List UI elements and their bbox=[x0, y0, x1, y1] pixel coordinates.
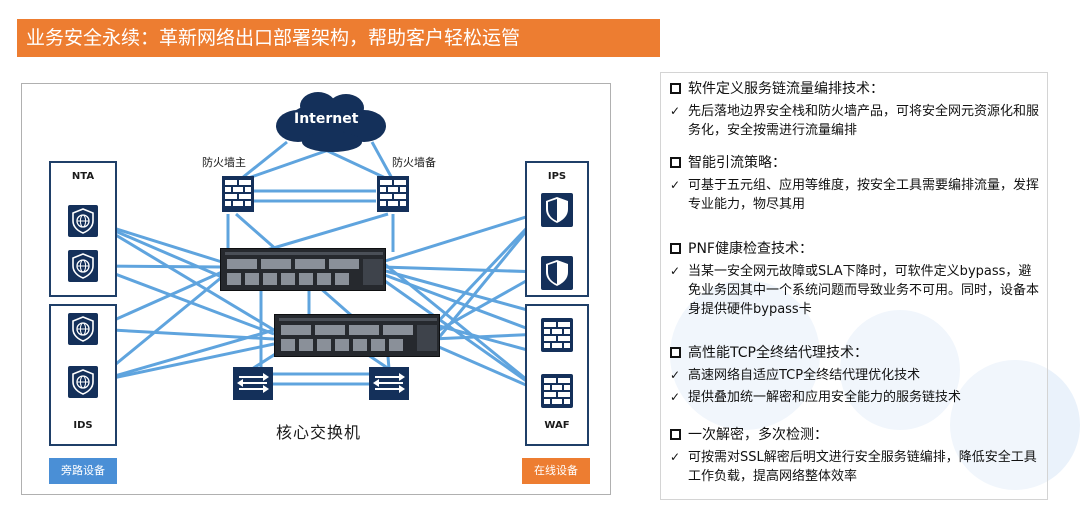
shield-globe-icon bbox=[72, 253, 94, 279]
core-switch-left[interactable] bbox=[233, 367, 273, 400]
feature-panel: 软件定义服务链流量编排技术： ✓先后落地边界安全栈和防火墙产品，可将安全网元资源… bbox=[660, 72, 1048, 500]
bullet-item: ✓提供叠加统一解密和应用安全能力的服务链技术 bbox=[670, 390, 962, 405]
square-bullet-icon bbox=[670, 347, 681, 358]
check-icon: ✓ bbox=[670, 264, 681, 278]
section-heading: PNF健康检查技术： bbox=[669, 239, 1041, 259]
background-watermark bbox=[610, 240, 1080, 514]
bullet-item: ✓可基于五元组、应用等维度，按安全工具需要编排流量，发挥专业能力，物尽其用 bbox=[670, 178, 1040, 212]
core-switch-right[interactable] bbox=[369, 367, 409, 400]
appliance-ports-icon bbox=[225, 252, 383, 285]
feature-section: 智能引流策略： ✓可基于五元组、应用等维度，按安全工具需要编排流量，发挥专业能力… bbox=[669, 153, 1041, 214]
shield-globe-icon bbox=[72, 208, 94, 234]
ids-device-1[interactable] bbox=[68, 313, 98, 345]
page-title: 业务安全永续：革新网络出口部署架构，帮助客户轻松运管 bbox=[26, 27, 521, 49]
feature-section: 软件定义服务链流量编排技术： ✓先后落地边界安全栈和防火墙产品，可将安全网元资源… bbox=[669, 79, 1041, 140]
square-bullet-icon bbox=[670, 83, 681, 94]
bullet-item: ✓当某一安全网元故障或SLA下降时，可软件定义bypass，避免业务因其中一个系… bbox=[670, 264, 1040, 317]
shield-globe-icon bbox=[72, 316, 94, 342]
bullet-item: ✓高速网络自适应TCP全终结代理优化技术 bbox=[670, 368, 921, 383]
square-bullet-icon bbox=[670, 429, 681, 440]
firewall-backup-label: 防火墙备 bbox=[392, 156, 436, 169]
network-diagram: Internet 防火墙主 防火墙备 bbox=[21, 83, 611, 495]
ids-label: IDS bbox=[73, 420, 93, 431]
firewall-backup[interactable] bbox=[377, 176, 409, 212]
ids-device-2[interactable] bbox=[68, 366, 98, 398]
section-heading: 高性能TCP全终结代理技术： bbox=[669, 343, 1041, 363]
section-heading: 软件定义服务链流量编排技术： bbox=[669, 79, 1041, 99]
nta-device-2[interactable] bbox=[68, 250, 98, 282]
feature-section: PNF健康检查技术： ✓当某一安全网元故障或SLA下降时，可软件定义bypass… bbox=[669, 239, 1041, 319]
firewall-primary[interactable] bbox=[222, 176, 254, 212]
shield-icon bbox=[546, 260, 568, 286]
cloud-icon bbox=[276, 92, 386, 152]
firewall-icon bbox=[380, 180, 406, 206]
core-switch-label: 核心交换机 bbox=[276, 423, 362, 442]
firewall-icon bbox=[225, 180, 251, 206]
bullet-item: ✓可按需对SSL解密后明文进行安全服务链编排，降低安全工具工作负载，提高网络整体… bbox=[670, 450, 1037, 484]
check-icon: ✓ bbox=[670, 450, 681, 464]
feature-section: 一次解密，多次检测： ✓可按需对SSL解密后明文进行安全服务链编排，降低安全工具… bbox=[669, 425, 1041, 486]
section-heading: 一次解密，多次检测： bbox=[669, 425, 1041, 445]
nta-device-1[interactable] bbox=[68, 205, 98, 237]
check-icon: ✓ bbox=[670, 104, 681, 118]
check-icon: ✓ bbox=[670, 390, 681, 404]
nta-label: NTA bbox=[71, 171, 95, 182]
bypass-appliance-primary[interactable] bbox=[220, 248, 386, 291]
switch-icon bbox=[237, 373, 269, 393]
ips-device-2[interactable] bbox=[541, 256, 573, 290]
check-icon: ✓ bbox=[670, 178, 681, 192]
bullet-item: ✓先后落地边界安全栈和防火墙产品，可将安全网元资源化和服务化，安全按需进行流量编… bbox=[670, 104, 1040, 138]
shield-icon bbox=[546, 197, 568, 223]
title-banner: 业务安全永续：革新网络出口部署架构，帮助客户轻松运管 bbox=[17, 19, 660, 57]
firewall-primary-label: 防火墙主 bbox=[202, 156, 246, 169]
check-icon: ✓ bbox=[670, 368, 681, 382]
bypass-devices-tag: 旁路设备 bbox=[49, 458, 117, 484]
waf-device-2[interactable] bbox=[541, 374, 573, 408]
ips-device-1[interactable] bbox=[541, 193, 573, 227]
shield-globe-icon bbox=[72, 369, 94, 395]
wall-icon bbox=[544, 322, 570, 348]
switch-icon bbox=[373, 373, 405, 393]
waf-label: WAF bbox=[544, 420, 570, 431]
square-bullet-icon bbox=[670, 157, 681, 168]
waf-device-1[interactable] bbox=[541, 318, 573, 352]
section-heading: 智能引流策略： bbox=[669, 153, 1041, 173]
square-bullet-icon bbox=[670, 243, 681, 254]
ips-label: IPS bbox=[547, 171, 567, 182]
appliance-ports-icon bbox=[279, 318, 437, 351]
inline-devices-tag: 在线设备 bbox=[522, 458, 590, 484]
feature-section: 高性能TCP全终结代理技术： ✓高速网络自适应TCP全终结代理优化技术 ✓提供叠… bbox=[669, 343, 1041, 407]
bypass-appliance-backup[interactable] bbox=[274, 314, 440, 357]
internet-label: Internet bbox=[294, 111, 359, 127]
wall-icon bbox=[544, 378, 570, 404]
